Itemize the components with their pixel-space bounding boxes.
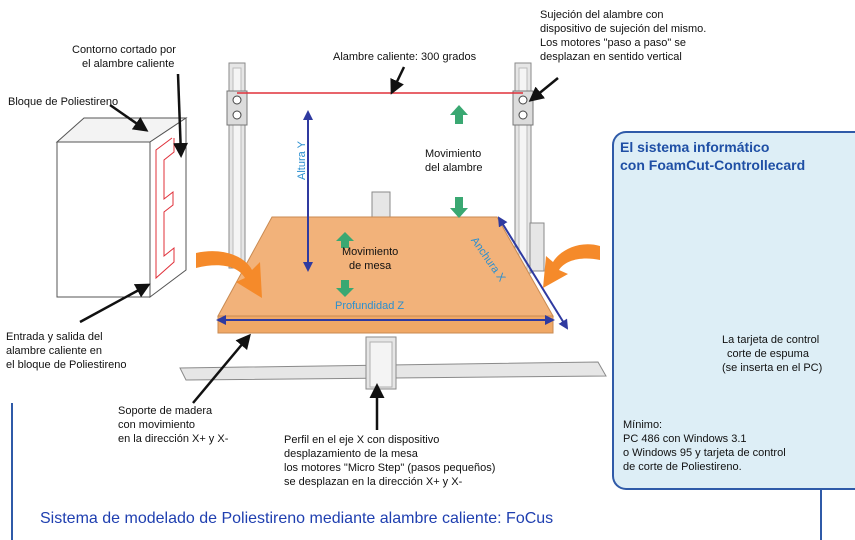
sujecion-label-4: desplazan en sentido vertical [540,51,682,63]
sujecion-label-2: dispositivo de sujeción del mismo. [540,23,707,35]
entrada-label-2: alambre caliente en [6,345,103,357]
contorno-label-1: Contorno cortado por [72,44,176,56]
sujecion-label-3: Los motores "paso a paso" se [540,37,687,49]
table-down-arrow [336,280,354,297]
wire-down-arrow [450,197,468,218]
right-frame-line [820,490,822,540]
alambre-label: Alambre caliente: 300 grados [333,51,477,63]
profundidad-label: Profundidad Z [335,300,405,312]
contorno-label-2: el alambre caliente [82,58,175,70]
movimiento-mesa-label-1: Movimiento [342,246,399,258]
perfil-label-2: desplazamiento de la mesa [284,448,418,460]
orange-arrow-left [196,251,262,298]
minimo-label-2: PC 486 con Windows 3.1 [623,433,747,445]
perfil-label-1: Perfil en el eje X con dispositivo [284,434,440,446]
panel-title-line2: con FoamCut-Controllecard [620,157,806,173]
movimiento-mesa-label-2: de mesa [349,260,392,272]
width-arrow [497,216,569,330]
styrofoam-block [56,141,151,298]
soporte-label-2: con movimiento [118,419,196,431]
perfil-label-4: se desplazan en la dirección X+ y X- [284,476,463,488]
footer-title: Sistema de modelado de Poliestireno medi… [40,510,554,527]
computer-system-panel [612,131,855,490]
entrada-label-1: Entrada y salida del [6,331,103,343]
panel-title-line1: El sistema informático [620,139,770,155]
cut-contour [155,137,175,280]
table-up-arrow [336,232,354,248]
sujecion-label-1: Sujeción del alambre con [540,9,664,21]
left-frame-line [11,403,13,540]
bloque-label: Bloque de Poliestireno [8,96,119,108]
orange-arrow-right [543,244,600,288]
tarjeta-label-2: corte de espuma [727,348,809,360]
minimo-label-3: o Windows 95 y tarjeta de control [623,447,786,459]
perfil-label-3: los motores "Micro Step" (pasos pequeños… [284,462,496,474]
movimiento-alambre-label-2: del alambre [425,162,483,174]
wire-up-arrow [450,105,468,124]
soporte-label-1: Soporte de madera [118,405,213,417]
altura-label: Altura Y [296,141,308,180]
minimo-label-4: de corte de Poliestireno. [623,461,742,473]
movimiento-alambre-label-1: Movimiento [425,148,482,160]
minimo-label-1: Mínimo: [623,419,663,431]
tarjeta-label-3: (se inserta en el PC) [722,362,823,374]
soporte-label-3: en la dirección X+ y X- [118,433,229,445]
tarjeta-label-1: La tarjeta de control [722,334,820,346]
entrada-label-3: el bloque de Poliestireno [6,359,127,371]
